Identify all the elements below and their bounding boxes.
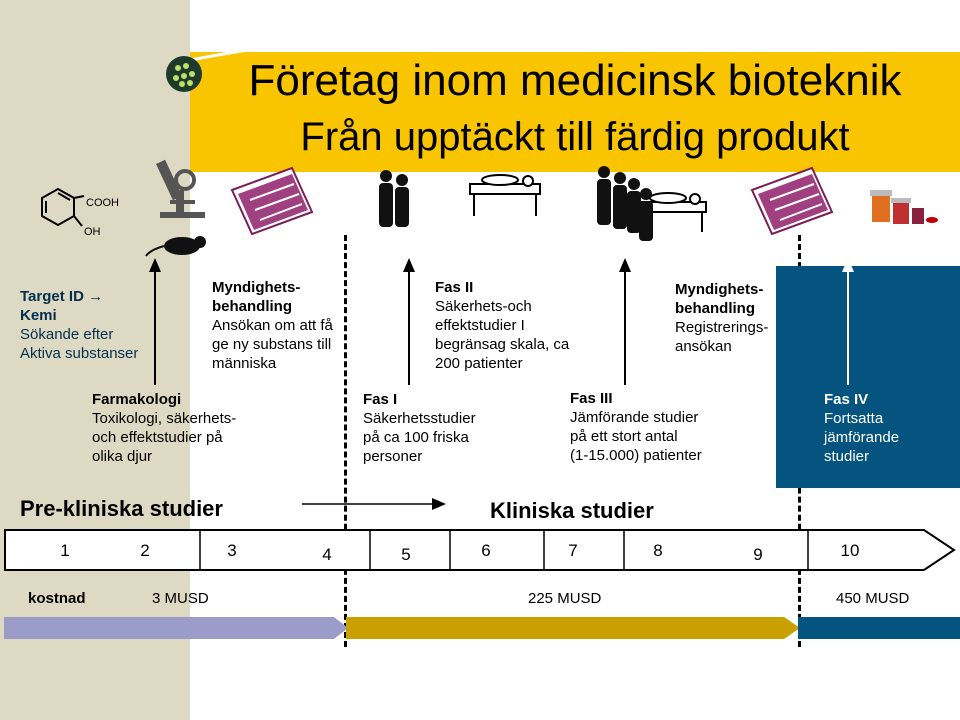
oh-label: OH [84,226,101,238]
phase4-box [776,266,960,488]
clinical-label: Kliniska studier [490,498,654,523]
milestone-arrows [149,258,854,385]
medicine-bottles-icon [870,190,938,224]
year-1: 1 [60,541,70,560]
year-4: 4 [322,545,332,564]
rat-icon [145,236,206,257]
illustration-row [41,159,938,257]
year-3: 3 [227,541,237,560]
preclinical-label: Pre-kliniska studier [20,496,223,521]
page-subtitle: Från upptäckt till färdig produkt [300,115,850,159]
arrow-up-icon-4 [842,258,854,385]
year-8: 8 [653,541,663,560]
documents-icon-1 [230,166,314,236]
people-icon [379,170,409,227]
arrow-up-icon-2 [403,258,415,385]
note-fas4: Fas IV Fortsatta jämförande studier [824,391,900,465]
note-fas3: Fas III Jämförande studier på ett stort … [570,390,702,464]
year-6: 6 [481,541,491,560]
cost-preclinical: 3 MUSD [152,590,209,607]
right-arrow-icon: → [83,288,104,305]
phase-divider-1 [344,235,347,647]
cost-clinical: 225 MUSD [528,590,602,607]
page-title: Företag inom medicinsk bioteknik [248,56,902,105]
year-10: 10 [840,541,860,560]
year-timeline [4,529,956,571]
globe-logo-icon [166,56,202,92]
arrow-right-icon [302,498,446,510]
arrow-up-icon-1 [149,258,161,385]
hospital-bed-icon-1 [469,174,541,216]
note-fas1: Fas I Säkerhetsstudier på ca 100 friska … [363,391,476,465]
note-target: Target ID → Kemi Sökande efter Aktiva su… [20,288,139,362]
year-5: 5 [401,545,411,564]
year-9: 9 [753,545,763,564]
note-farmakologi: Farmakologi Toxikologi, säkerhets- och e… [92,391,237,465]
benzene-ring-icon [41,187,85,227]
cost-phase4: 450 MUSD [836,590,910,607]
note-authority-registration: Myndighets- behandling Registrerings- an… [675,281,769,355]
note-authority-human: Myndighets- behandling Ansökan om att få… [212,279,333,372]
crowd-icon [597,166,653,241]
microscope-icon [156,159,205,218]
note-fas2: Fas II Säkerhets-och effektstudier I beg… [435,279,570,372]
year-7: 7 [568,541,578,560]
cooh-label: COOH [86,197,119,209]
arrow-up-icon-3 [619,258,631,385]
cost-label: kostnad [28,590,86,607]
documents-icon-2 [750,166,834,236]
decorative-arc [189,4,960,62]
title-banner [190,52,960,172]
cost-bars [4,617,960,639]
left-background-strip [0,0,190,720]
year-2: 2 [140,541,150,560]
